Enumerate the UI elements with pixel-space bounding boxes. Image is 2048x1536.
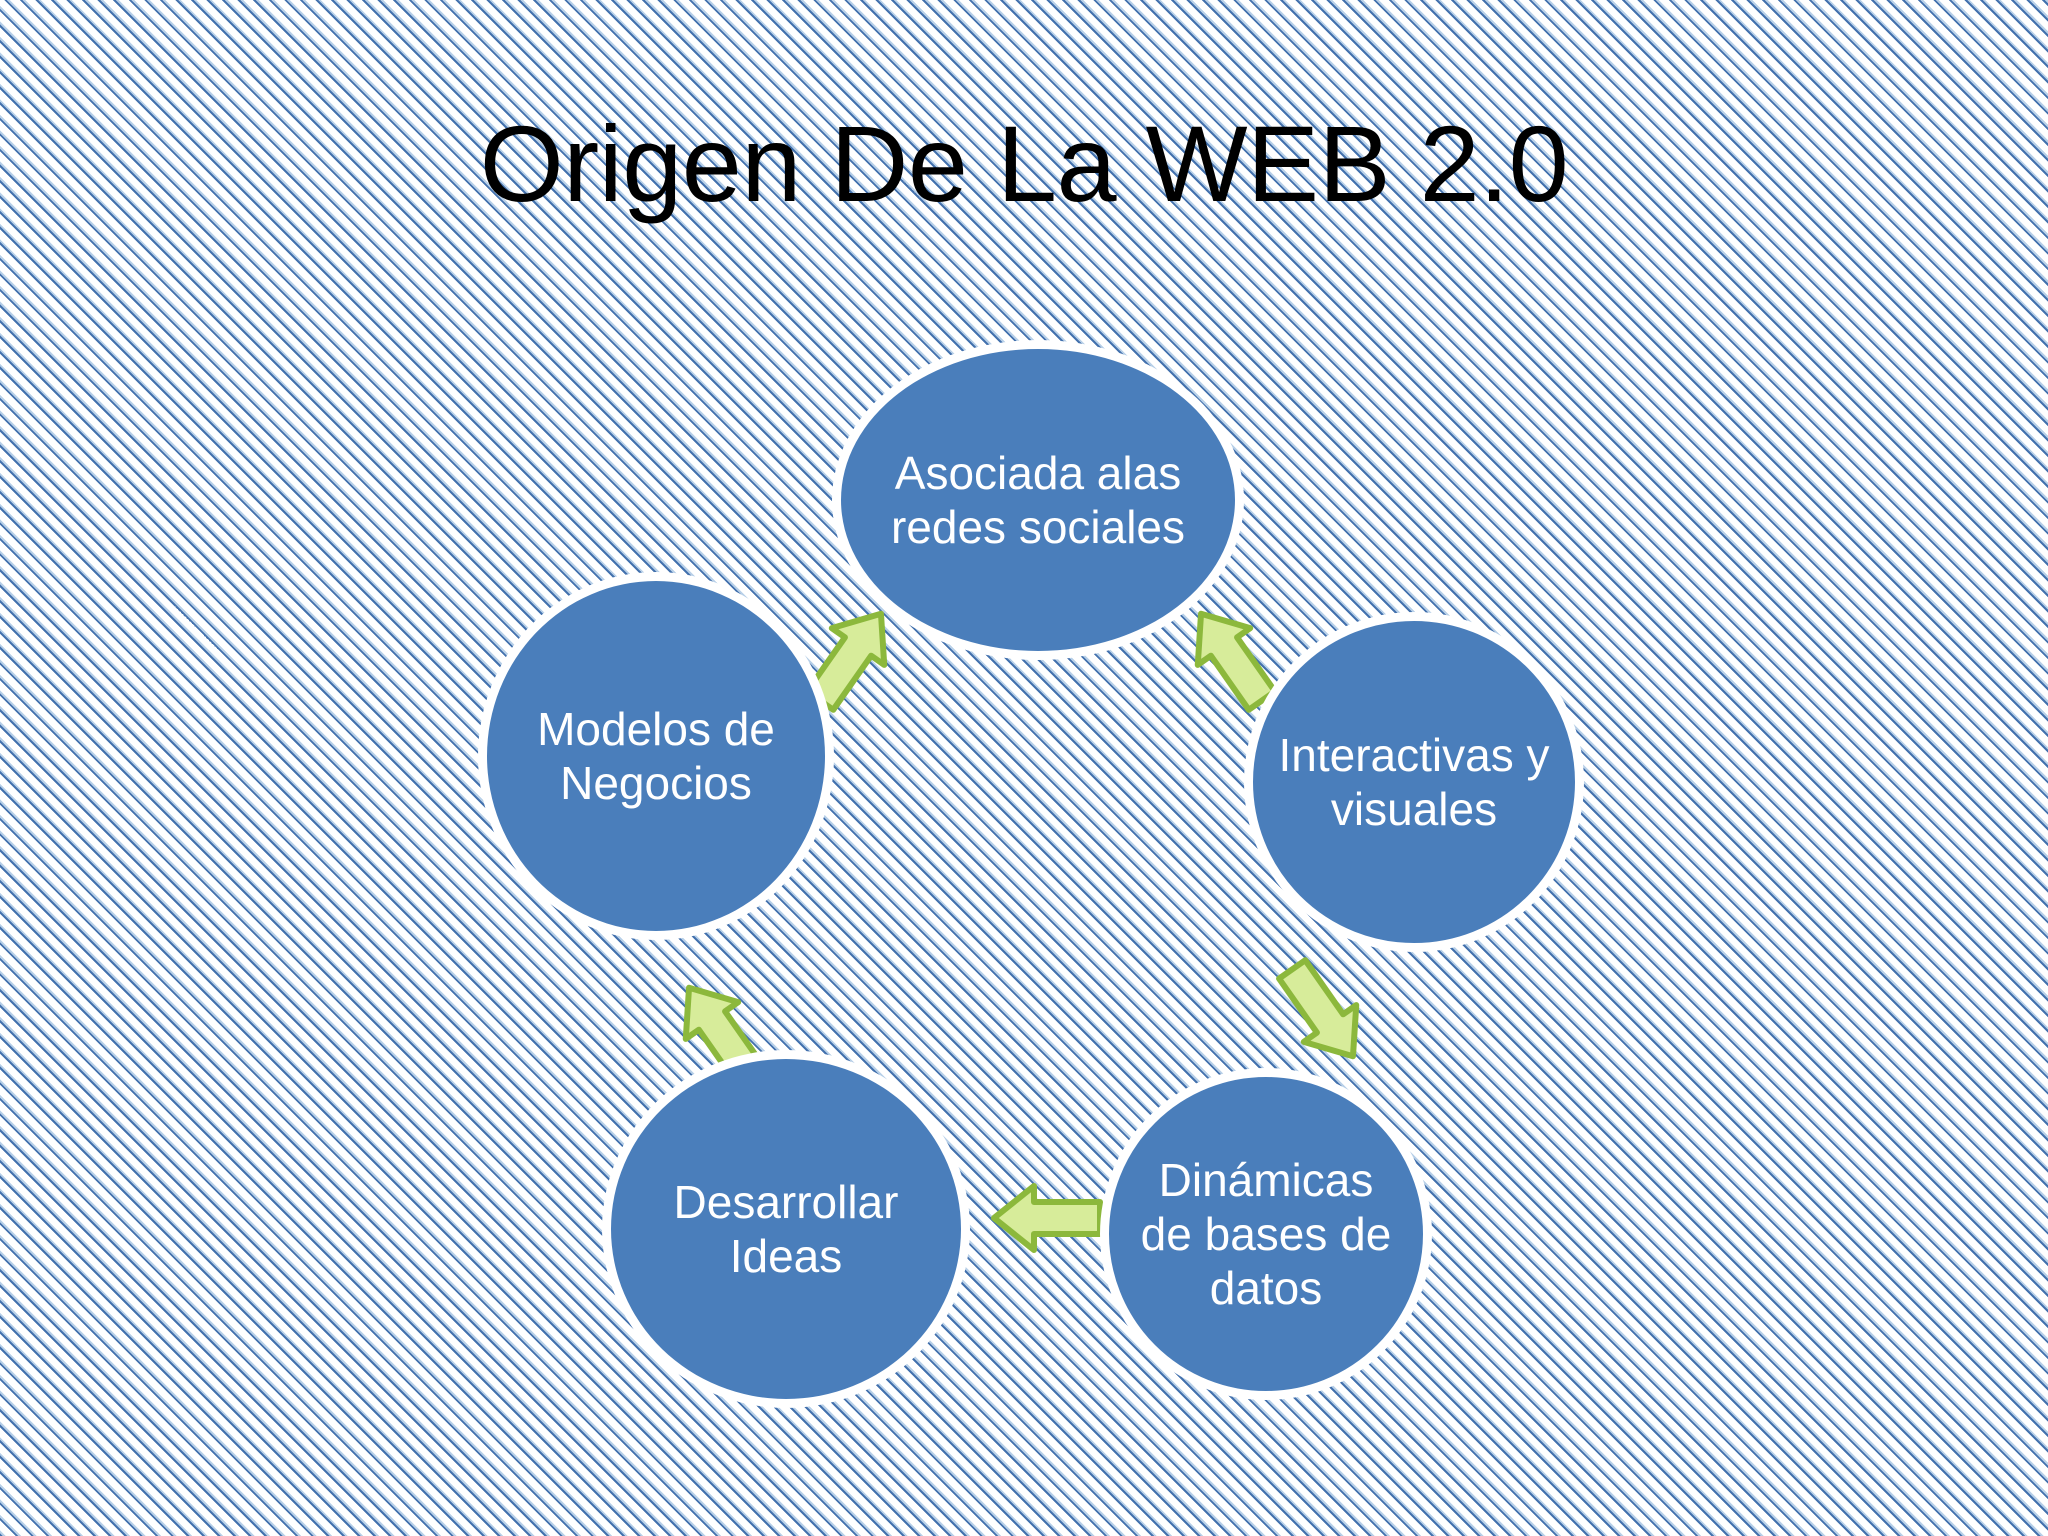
cycle-node-modelos[interactable]: Modelos de Negocios xyxy=(478,572,834,940)
cycle-node-label: Dinámicas de bases de datos xyxy=(1140,1153,1392,1315)
cycle-node-interactiva[interactable]: Interactivas y visuales xyxy=(1244,612,1584,952)
arrow-dinamicas-to-desarrollar[interactable] xyxy=(988,1158,1108,1278)
cycle-node-desarrollar[interactable]: Desarrollar Ideas xyxy=(602,1050,970,1408)
cycle-node-label: Interactivas y visuales xyxy=(1278,728,1550,835)
cycle-node-asociada[interactable]: Asociada alas redes sociales xyxy=(832,340,1244,660)
cycle-node-dinamicas[interactable]: Dinámicas de bases de datos xyxy=(1100,1068,1432,1400)
cycle-node-label: Desarrollar Ideas xyxy=(673,1175,899,1282)
arrow-interactiva-to-dinamicas[interactable] xyxy=(1262,952,1382,1072)
arrow-asociada-to-interactiva[interactable] xyxy=(1172,598,1292,718)
cycle-node-label: Asociada alas redes sociales xyxy=(890,446,1186,553)
page-title: Origen De La WEB 2.0 xyxy=(479,103,1569,224)
cycle-node-label: Modelos de Negocios xyxy=(537,702,775,809)
